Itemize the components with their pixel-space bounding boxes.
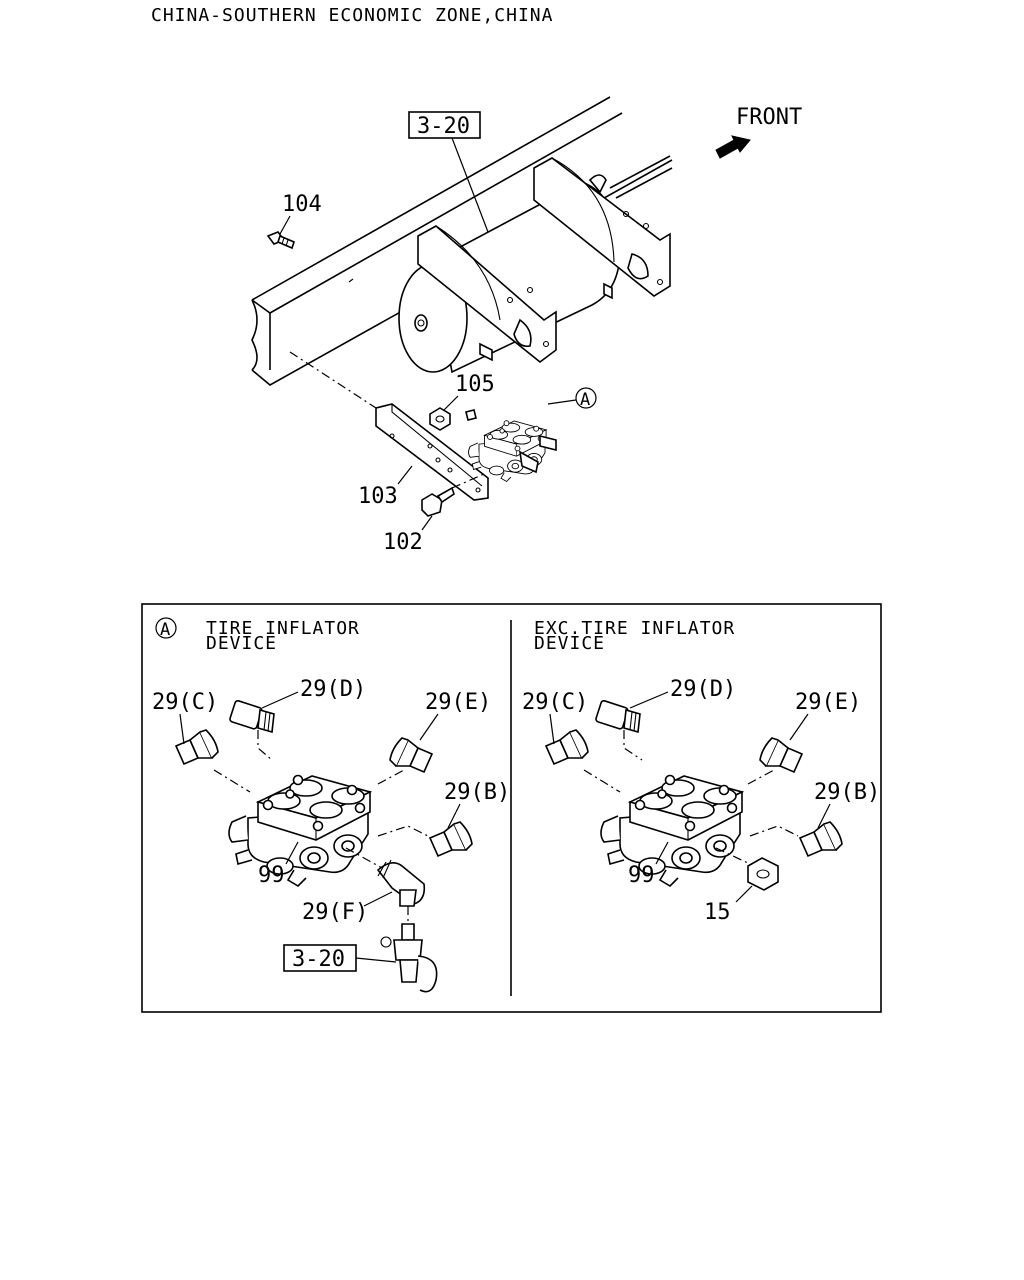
right-fitting-29e — [759, 737, 803, 773]
detail-right-exc-tire-inflator: EXC.TIRE INFLATOR DEVICE 29(C) 29(D) 29(… — [522, 618, 880, 925]
left-dash-29d — [257, 730, 273, 761]
front-arrow-icon — [715, 135, 751, 159]
left-dash-29c — [213, 769, 251, 793]
left-ref-box-label[interactable]: 3-20 — [292, 947, 345, 972]
left-leader-29e — [419, 713, 439, 741]
right-leader-29e — [789, 713, 809, 741]
left-label-29b[interactable]: 29(B) — [444, 780, 510, 805]
left-label-29f[interactable]: 29(F) — [302, 900, 368, 925]
right-title-line2: DEVICE — [534, 633, 605, 654]
right-dash-15 — [715, 847, 751, 865]
bolt-104-shape — [266, 231, 295, 250]
right-leader-29d — [629, 691, 669, 709]
right-elbow-29d — [594, 699, 641, 733]
left-dash-29f — [345, 847, 383, 869]
detail-marker-a — [155, 617, 177, 639]
left-leader-29f — [363, 891, 393, 907]
region-header: CHINA-SOUTHERN ECONOMIC ZONE,CHINA — [151, 5, 553, 26]
callout-104[interactable]: 104 — [282, 192, 322, 217]
callout-103[interactable]: 103 — [358, 484, 398, 509]
left-title-line1: TIRE INFLATOR — [206, 618, 360, 639]
right-dash-29b — [749, 825, 799, 837]
left-label-29e[interactable]: 29(E) — [425, 690, 491, 715]
right-label-29c[interactable]: 29(C) — [522, 690, 588, 715]
right-dash-29c — [583, 769, 621, 793]
left-fill-cock — [380, 923, 438, 993]
left-leader-99 — [285, 841, 299, 865]
nut-105-shape — [429, 407, 451, 431]
right-leader-15 — [735, 885, 753, 903]
detail-marker-a-label: A — [160, 620, 170, 640]
right-label-99[interactable]: 99 — [628, 863, 655, 888]
view-marker-a[interactable] — [575, 387, 597, 409]
right-leader-29b — [817, 803, 831, 829]
bolt-dash-line — [451, 473, 485, 489]
callout-102[interactable]: 102 — [383, 530, 423, 555]
left-dash-29e — [377, 769, 405, 785]
left-label-29d[interactable]: 29(D) — [300, 677, 366, 702]
leader-104 — [279, 215, 291, 235]
right-label-29e[interactable]: 29(E) — [795, 690, 861, 715]
left-fitting-29e — [389, 737, 433, 773]
leader-105 — [443, 395, 459, 411]
leader-102 — [421, 515, 433, 531]
right-fitting-29b — [799, 821, 843, 857]
ref-box-label[interactable]: 3-20 — [417, 114, 470, 139]
right-label-15[interactable]: 15 — [704, 900, 731, 925]
right-leader-29c — [549, 713, 555, 745]
right-dash-29d — [623, 730, 643, 761]
left-fitting-29b — [429, 821, 473, 857]
detail-left-tire-inflator: TIRE INFLATOR DEVICE 29(C) 29(D) — [152, 618, 510, 993]
left-label-29c[interactable]: 29(C) — [152, 690, 218, 715]
view-marker-a-label: A — [580, 390, 590, 410]
left-relay-valve-99 — [228, 774, 371, 887]
left-label-99[interactable]: 99 — [258, 863, 285, 888]
bolt-102-shape — [421, 486, 455, 517]
bracket-dash-line — [289, 351, 377, 409]
left-leader-29b — [447, 803, 461, 829]
valve-mount-bracket — [375, 403, 489, 501]
detail-view-a-panel — [141, 603, 882, 1013]
tank-bracket-rear — [533, 157, 671, 300]
left-leader-29d — [261, 691, 299, 709]
right-label-29b[interactable]: 29(B) — [814, 780, 880, 805]
right-leader-99 — [655, 841, 669, 865]
left-leader-29c — [179, 713, 185, 745]
valve-elbow-overview — [465, 409, 557, 474]
left-title-line2: DEVICE — [206, 633, 277, 654]
callout-105[interactable]: 105 — [455, 372, 495, 397]
right-plug-15 — [747, 857, 779, 891]
leader-view-a — [547, 399, 577, 405]
left-ref-box-leader — [355, 957, 397, 963]
front-label: FRONT — [736, 105, 802, 130]
leader-103 — [397, 465, 413, 485]
right-title-line1: EXC.TIRE INFLATOR — [534, 618, 735, 639]
rear-crossmember — [609, 155, 673, 199]
ref-box-leader — [451, 137, 489, 233]
tank-bracket-front — [417, 225, 557, 364]
left-elbow-29f — [376, 859, 426, 907]
right-label-29d[interactable]: 29(D) — [670, 677, 736, 702]
left-elbow-29d — [228, 699, 275, 733]
right-dash-29e — [747, 769, 775, 785]
left-dash-29b — [377, 825, 429, 837]
ref-box-3-20[interactable] — [408, 111, 481, 139]
right-relay-valve-99 — [600, 774, 743, 887]
